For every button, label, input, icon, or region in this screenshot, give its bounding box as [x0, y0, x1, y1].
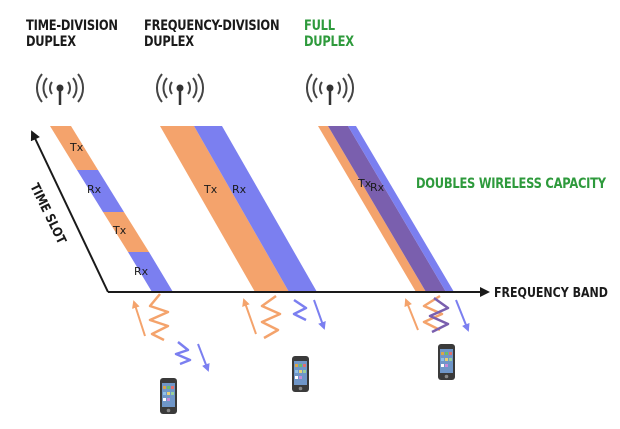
- full-duplex-heading: FULL DUPLEX: [304, 18, 354, 50]
- tdd-column: Tx Rx Tx Rx: [50, 126, 173, 292]
- rx-signal-icon: [428, 296, 450, 334]
- tdd-heading-line2: DUPLEX: [26, 34, 76, 50]
- antenna-icon: [155, 72, 205, 107]
- antenna-icon: [305, 72, 355, 107]
- tx-signal-icon: [260, 294, 282, 340]
- rx-signal-icon: [174, 341, 192, 366]
- full-band-overlap: [328, 126, 446, 292]
- capacity-callout: DOUBLES WIRELESS CAPACITY: [416, 176, 606, 192]
- fdd-heading: FREQUENCY-DIVISION DUPLEX: [144, 18, 280, 50]
- tdd-slot-label: Rx: [87, 183, 102, 196]
- phone-icon: [438, 344, 455, 380]
- full-duplex-signals: [404, 294, 470, 334]
- tdd-slot-rx: [128, 252, 173, 292]
- tdd-slot-label: Tx: [69, 141, 84, 154]
- antenna-icon: [35, 72, 85, 107]
- tdd-slot-tx: [50, 126, 98, 170]
- fdd-band-label: Rx: [232, 183, 247, 196]
- full-duplex-heading-line2: DUPLEX: [304, 34, 354, 50]
- tx-signal-icon: [404, 298, 419, 331]
- fdd-heading-line1: FREQUENCY-DIVISION: [144, 18, 280, 34]
- rx-signal-icon: [313, 299, 326, 330]
- rx-signal-icon: [292, 298, 308, 322]
- tdd-heading-line1: TIME-DIVISION: [26, 18, 118, 34]
- time-axis-label: TIME SLOT: [27, 181, 70, 247]
- tdd-slot-rx: [77, 170, 124, 212]
- full-duplex-column: Tx Rx: [318, 126, 454, 292]
- tdd-slot-tx: [103, 212, 149, 252]
- fdd-band-rx: [194, 126, 317, 292]
- tx-signal-icon: [242, 298, 257, 335]
- tdd-heading: TIME-DIVISION DUPLEX: [26, 18, 118, 50]
- fdd-column: Tx Rx: [160, 126, 317, 292]
- full-duplex-heading-line1: FULL: [304, 18, 335, 34]
- frequency-axis-label: FREQUENCY BAND: [494, 285, 608, 300]
- rx-signal-icon: [197, 343, 210, 372]
- fdd-heading-line2: DUPLEX: [144, 34, 194, 50]
- full-band-label: Tx: [357, 177, 372, 190]
- fdd-signals: [242, 294, 326, 340]
- full-band-tx-edge: [318, 126, 426, 292]
- phone-icon: [160, 378, 177, 414]
- tdd-slot-label: Rx: [134, 265, 149, 278]
- tdd-slot-label: Tx: [112, 224, 127, 237]
- full-band-rx-edge: [348, 126, 454, 292]
- tx-signal-icon: [148, 293, 170, 342]
- rx-signal-icon: [455, 299, 470, 332]
- full-band-label: Rx: [370, 181, 385, 194]
- fdd-band-tx: [160, 126, 289, 292]
- tdd-signals: [132, 293, 210, 372]
- fdd-band-label: Tx: [203, 183, 218, 196]
- phone-icon: [292, 356, 309, 392]
- tx-signal-icon: [132, 300, 146, 337]
- tx-signal-icon: [422, 294, 444, 332]
- time-axis: [30, 130, 109, 293]
